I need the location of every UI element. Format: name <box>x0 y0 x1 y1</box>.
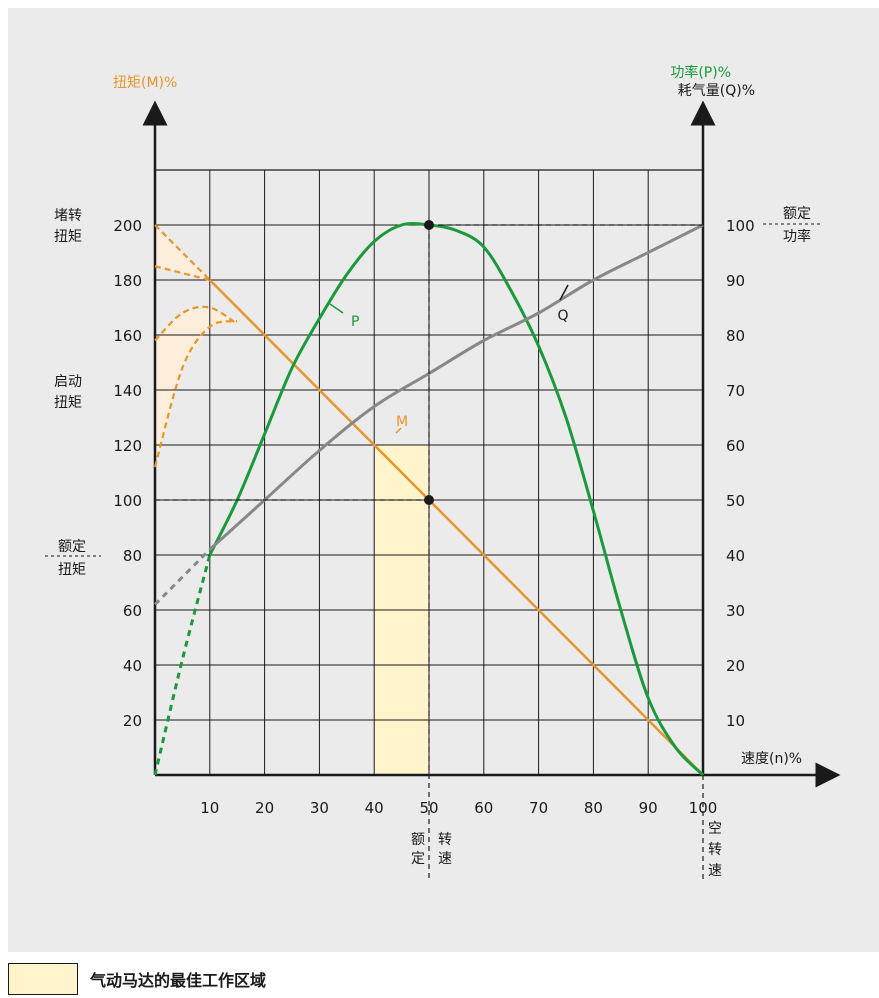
y-left-tick-label: 140 <box>113 382 142 400</box>
x-axis-title: 速度(n)% <box>741 751 802 767</box>
annotation-stall-torque: 堵转 <box>54 208 82 224</box>
x-tick-label: 90 <box>639 799 658 817</box>
y-left-tick-label: 160 <box>113 327 142 345</box>
annotation-free-speed: 空 <box>708 821 722 837</box>
consumption-series-label: Q <box>557 308 568 324</box>
series-consumption-line <box>208 223 704 551</box>
y-left-tick-label: 20 <box>123 712 142 730</box>
power-series-label: P <box>351 314 359 330</box>
x-tick-label: 60 <box>474 799 493 817</box>
annotation-rated-speed: 速 <box>438 851 452 867</box>
y-left-tick-label: 180 <box>113 272 142 290</box>
rated-torque-point <box>424 495 434 505</box>
annotation-rated-speed: 额 <box>411 832 425 848</box>
y-right-axis-title-power: 功率(P)% <box>670 64 731 81</box>
stall-band-lower <box>154 265 211 282</box>
y-left-tick-label: 120 <box>113 437 142 455</box>
y-left-tick-label: 100 <box>113 492 142 510</box>
annotation-free-speed: 转 <box>708 842 722 858</box>
y-right-tick-label: 100 <box>726 217 755 235</box>
annotation-start-torque: 启动 <box>54 374 82 390</box>
stall-torque-band <box>155 225 210 280</box>
x-tick-label: 50 <box>419 799 438 817</box>
chart-panel: 10 20 30 40 50 60 70 80 90 100 20 40 60 80 100 120 140 16… <box>8 8 879 952</box>
y-right-tick-label: 20 <box>726 657 745 675</box>
start-band-upper <box>154 305 238 342</box>
y-left-tick-label: 80 <box>123 547 142 565</box>
y-right-tick-label: 40 <box>726 547 745 565</box>
series-power-line <box>208 222 705 777</box>
y-right-tick-label: 90 <box>726 272 745 290</box>
annotation-rated-torque: 额定 <box>58 539 86 555</box>
y-left-tick-label: 60 <box>123 602 142 620</box>
y-right-tick-label: 30 <box>726 602 745 620</box>
annotation-rated-speed: 转 <box>438 832 452 848</box>
legend-swatch-optimal-zone <box>8 963 78 995</box>
y-right-tick-label: 70 <box>726 382 745 400</box>
y-right-tick-label: 60 <box>726 437 745 455</box>
torque-series-label: M <box>396 414 408 430</box>
rated-power-point <box>424 220 434 230</box>
start-torque-band <box>155 307 238 467</box>
series-consumption-dashed <box>153 548 211 606</box>
y-right-tick-label: 80 <box>726 327 745 345</box>
stall-band-upper <box>154 224 211 281</box>
consumption-label-leader <box>559 284 569 301</box>
torque-label-leader <box>395 427 402 434</box>
x-tick-label: 30 <box>310 799 329 817</box>
annotation-free-speed: 速 <box>708 863 722 879</box>
x-tick-label: 80 <box>584 799 603 817</box>
power-label-leader <box>329 303 344 314</box>
y-left-tick-label: 40 <box>123 657 142 675</box>
x-tick-label: 70 <box>529 799 548 817</box>
x-tick-label: 40 <box>365 799 384 817</box>
annotation-rated-speed: 定 <box>411 851 425 867</box>
series-power-dashed <box>153 554 212 776</box>
legend: 气动马达的最佳工作区域 <box>8 962 266 996</box>
x-tick-label: 10 <box>200 799 219 817</box>
annotation-start-torque: 扭矩 <box>54 395 82 411</box>
annotation-stall-torque: 扭矩 <box>54 229 82 245</box>
y-right-axis-title-consumption: 耗气量(Q)% <box>678 83 755 99</box>
annotation-rated-power: 功率 <box>783 228 811 245</box>
annotation-rated-power: 额定 <box>783 206 811 222</box>
x-tick-label: 20 <box>255 799 274 817</box>
x-tick-label: 100 <box>689 799 718 817</box>
y-right-tick-label: 10 <box>726 712 745 730</box>
series-torque-line <box>208 279 704 776</box>
chart-svg: 10 20 30 40 50 60 70 80 90 100 20 40 60 80 100 120 140 16… <box>45 64 841 880</box>
start-band-lower <box>153 320 238 468</box>
y-left-tick-label: 200 <box>113 217 142 235</box>
legend-label-optimal-zone: 气动马达的最佳工作区域 <box>90 971 267 990</box>
y-right-tick-label: 50 <box>726 492 745 510</box>
y-left-axis-title: 扭矩(M)% <box>113 75 177 91</box>
annotation-rated-torque: 扭矩 <box>58 562 86 578</box>
